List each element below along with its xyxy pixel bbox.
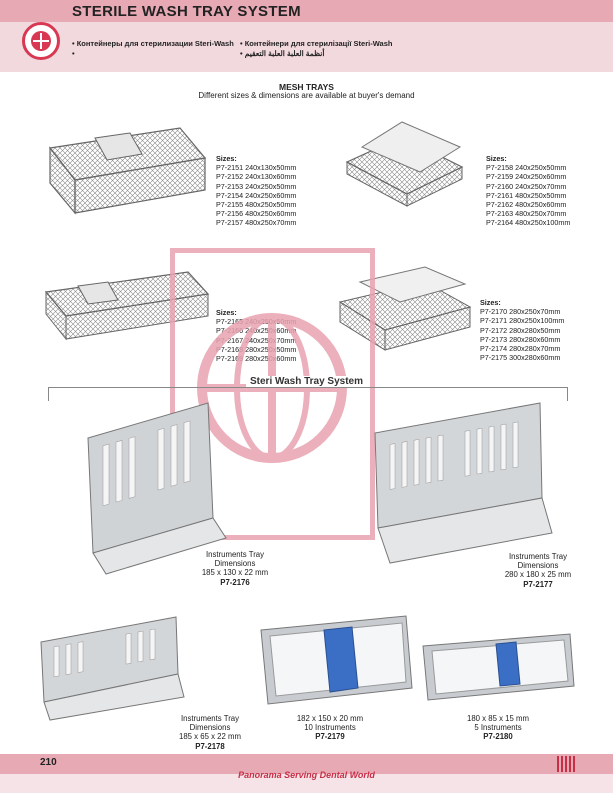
caption-p7-2178: Instruments Tray Dimensions 185 x 65 x 2… xyxy=(179,714,241,751)
header-band xyxy=(0,0,613,22)
mesh-lidded-tray-image xyxy=(345,121,464,207)
caption-p7-2180: 180 x 85 x 15 mm 5 Instruments P7-2180 xyxy=(467,714,529,742)
mesh-trays-note: Different sizes & dimensions are availab… xyxy=(198,91,415,100)
sizes-list-2: Sizes: P7-2158 240x250x50mm P7-2159 240x… xyxy=(486,154,571,228)
page-title: STERILE WASH TRAY SYSTEM xyxy=(72,3,301,20)
instrument-tray-image xyxy=(87,402,227,575)
steri-wash-title: Steri Wash Tray System xyxy=(246,376,368,387)
section-divider xyxy=(48,387,568,388)
caption-p7-2177: Instruments Tray Dimensions 280 x 180 x … xyxy=(504,552,572,589)
instrument-tray-image xyxy=(40,616,185,721)
instrument-tray-image xyxy=(374,402,553,564)
footer-light xyxy=(0,774,613,793)
mesh-basket-image xyxy=(48,127,207,215)
panorama-logo-icon xyxy=(22,22,60,60)
footer-stripes-icon xyxy=(557,756,577,772)
caption-p7-2176: Instruments Tray Dimensions 185 x 130 x … xyxy=(201,550,269,587)
mesh-trays-title: MESH TRAYS xyxy=(279,82,334,92)
footer-tagline: Panorama Serving Dental World xyxy=(238,770,375,780)
sizes-list-1: Sizes: P7-2151 240x130x50mm P7-2152 240x… xyxy=(216,154,297,228)
panorama-watermark-icon xyxy=(170,248,375,540)
page-number: 210 xyxy=(40,757,57,768)
bullet-blank: • xyxy=(72,49,75,58)
caption-p7-2179: 182 x 150 x 20 mm 10 Instruments P7-2179 xyxy=(296,714,364,742)
instrument-tray-blue-image xyxy=(260,615,413,705)
footer-band xyxy=(0,754,613,774)
bullet-ua: • Контейнери для стерилізації Steri-Wash xyxy=(240,39,393,48)
bullet-ar: • أنظمة العلبة العلبة التعقيم xyxy=(240,49,325,58)
page-header: STERILE WASH TRAY SYSTEM • Контейнеры дл… xyxy=(0,0,613,72)
instrument-tray-blue-image xyxy=(422,633,575,701)
sizes-list-4: Sizes: P7-2170 280x250x70mm P7-2171 280x… xyxy=(480,298,565,363)
bullet-ru: • Контейнеры для стерилизации Steri-Wash xyxy=(72,39,234,48)
